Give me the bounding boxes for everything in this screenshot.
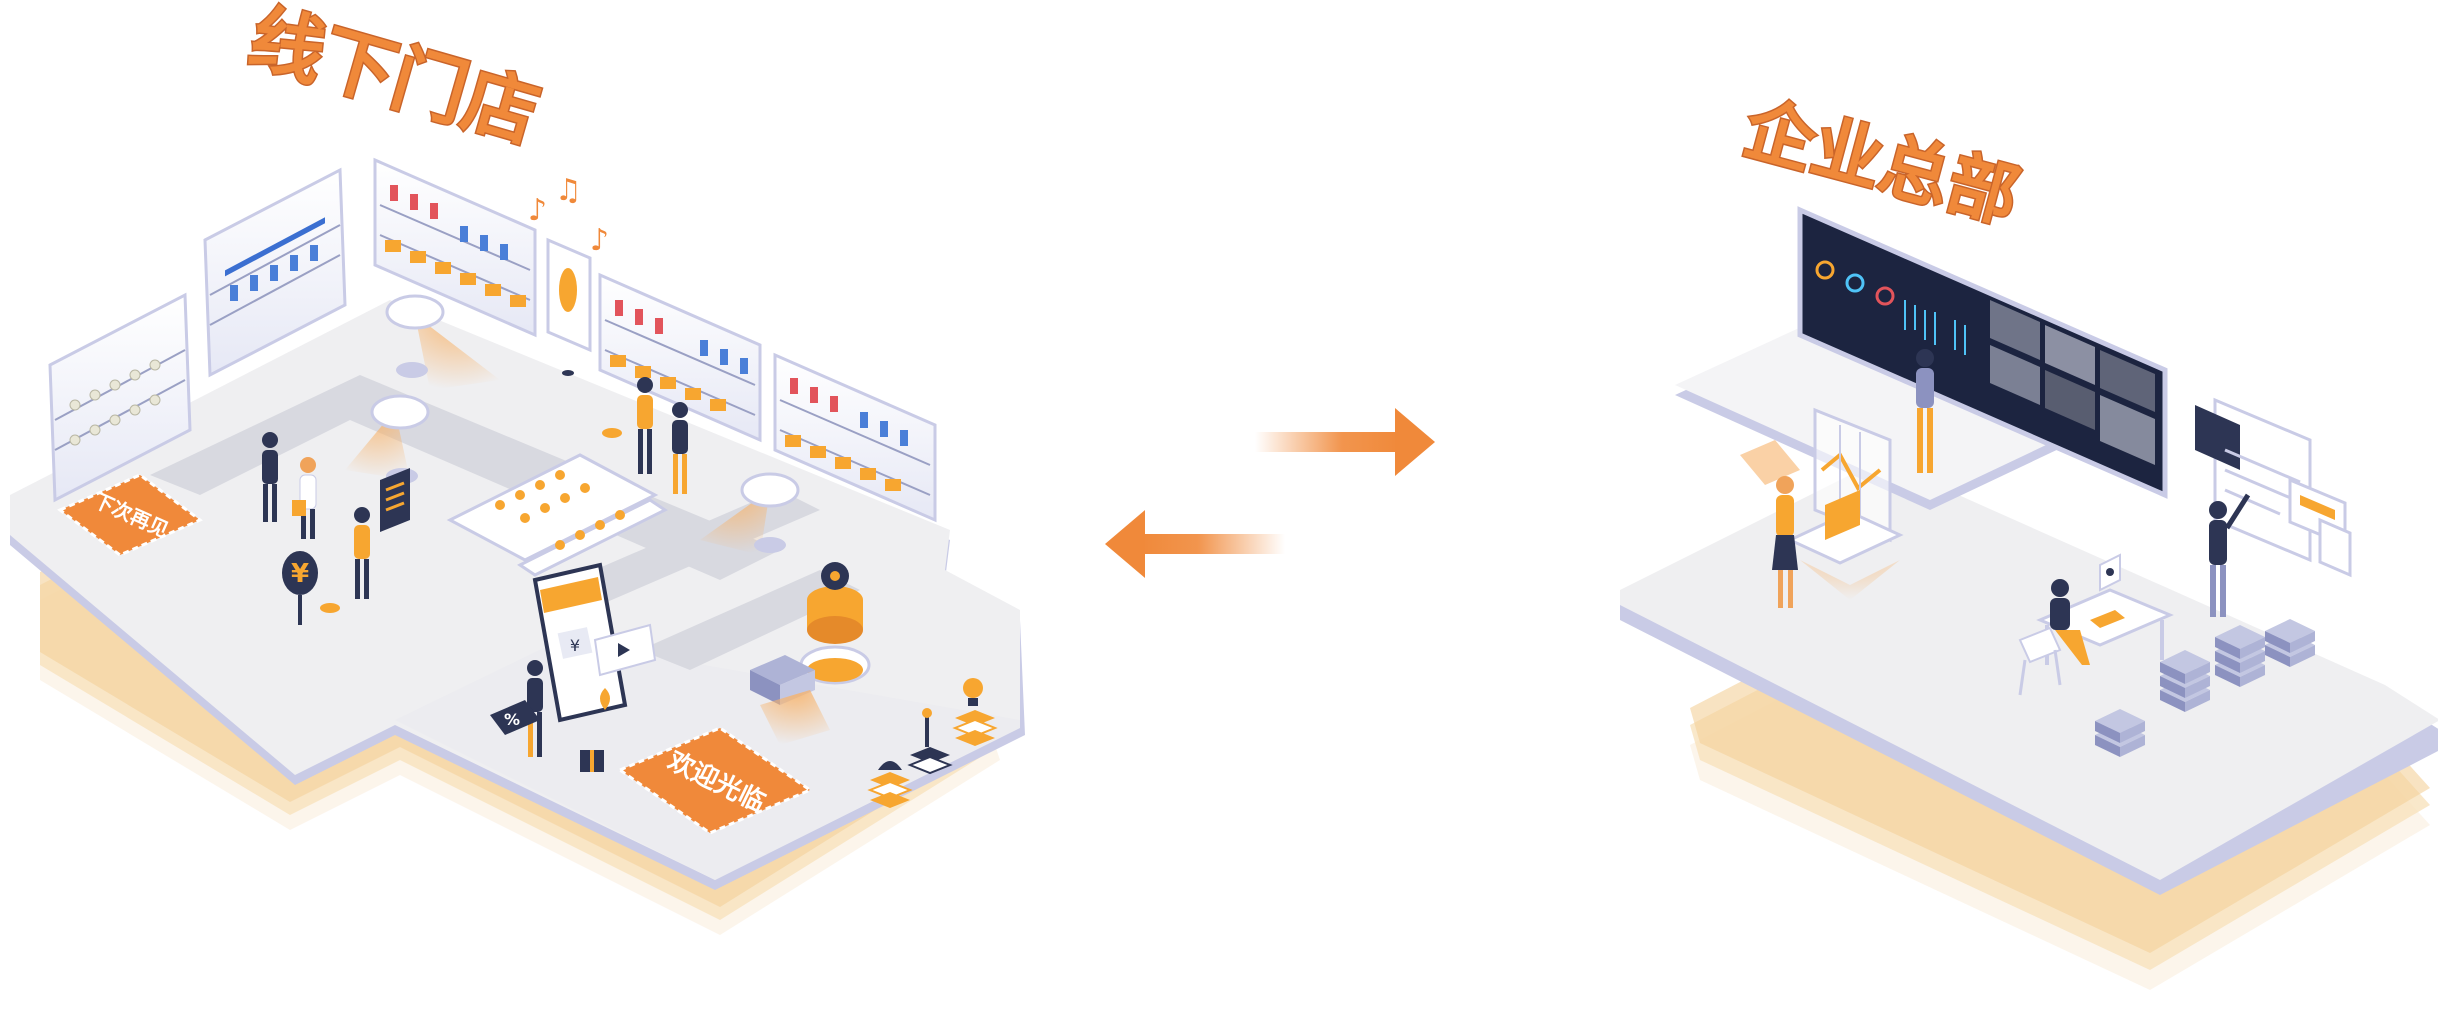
yen-icon: ¥: [570, 636, 580, 655]
person: [262, 432, 278, 522]
person: [2050, 579, 2090, 665]
floating-windows: [2195, 397, 2352, 578]
video-wall: [1797, 206, 2168, 499]
person: [354, 507, 370, 599]
svg-text:♪: ♪: [528, 193, 547, 228]
person: [672, 402, 688, 494]
arrow-right-icon: [1255, 408, 1435, 476]
store-shelves: [48, 157, 937, 523]
person: [527, 660, 543, 757]
digital-signage: [546, 237, 592, 353]
payment-kiosk: [380, 468, 410, 532]
arrow-left-icon: [1105, 510, 1285, 578]
percent-icon: %: [490, 700, 540, 735]
camera-icon: [345, 294, 800, 555]
hq-people: [1772, 349, 2251, 665]
store-people: [262, 377, 688, 757]
svg-text:♫: ♫: [555, 173, 582, 208]
floor-mat-goodbye: 下次再见: [57, 473, 203, 557]
floor-mat-welcome: 欢迎光临: [616, 726, 814, 835]
svg-text:♪: ♪: [590, 223, 609, 258]
laptop-desk: [1786, 490, 1904, 600]
yen-icon: ¥: [282, 551, 318, 625]
checkout-box: [750, 655, 830, 745]
svg-text:¥: ¥: [291, 559, 309, 589]
person: [2209, 493, 2251, 617]
person: [1772, 476, 1798, 608]
mobile-phone: ¥: [532, 562, 657, 723]
location-pin-icon: [600, 688, 610, 710]
music-note-icon: ♪♫♪: [528, 173, 609, 258]
hq-title: 企业总部: [1736, 87, 2028, 239]
server-icon: [2095, 619, 2315, 757]
coin-stack: [320, 370, 622, 613]
person: [637, 377, 653, 474]
person: [1916, 349, 1934, 473]
display-table: [446, 453, 668, 577]
offline-store-title: 线下门店: [240, 0, 548, 159]
lightbulb-icon: [952, 678, 998, 746]
stacked-boxes: [867, 708, 953, 808]
svg-text:%: %: [504, 710, 520, 729]
gift-icon: [580, 750, 604, 772]
person: [292, 457, 317, 539]
